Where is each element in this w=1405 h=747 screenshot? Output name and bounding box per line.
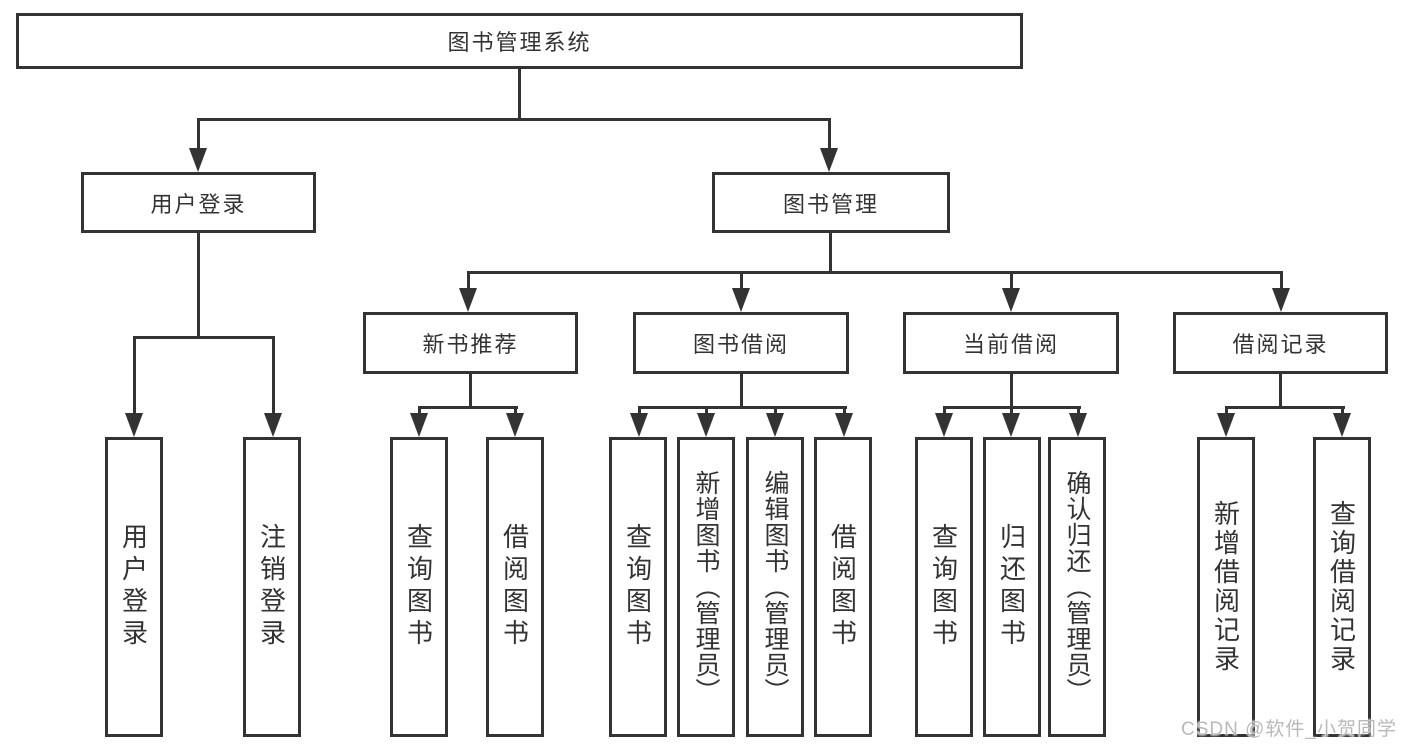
connector-line	[705, 406, 708, 418]
connector-line	[469, 374, 472, 409]
arrowhead-down-icon	[630, 413, 648, 437]
connector-line	[418, 406, 421, 418]
leaf-add-borrow-record-label: 新增借阅记录	[1210, 500, 1241, 674]
leaf-add-books-admin: 新增图书（管理员）	[677, 437, 735, 737]
leaf-borrow-books-recommend: 借阅图书	[486, 437, 544, 737]
arrowhead-down-icon	[1272, 288, 1290, 312]
arrowhead-down-icon	[766, 413, 784, 437]
arrowhead-down-icon	[835, 413, 853, 437]
connector-line	[197, 118, 200, 152]
arrowhead-down-icon	[189, 148, 207, 172]
leaf-query-books-current-label: 查询图书	[928, 523, 959, 651]
arrowhead-down-icon	[264, 413, 282, 437]
node-borrow-records: 借阅记录	[1173, 312, 1388, 374]
arrowhead-down-icon	[1333, 413, 1351, 437]
node-user-login-label: 用户登录	[150, 191, 247, 217]
connector-line	[197, 118, 831, 121]
node-new-book-recommend-label: 新书推荐	[422, 332, 519, 357]
arrowhead-down-icon	[935, 413, 953, 437]
leaf-borrow-books-borrow-label: 借阅图书	[827, 523, 858, 651]
leaf-edit-books-admin-label: 编辑图书（管理员）	[761, 470, 789, 704]
node-book-management: 图书管理	[712, 172, 950, 233]
leaf-borrow-books-borrow: 借阅图书	[814, 437, 872, 737]
node-book-borrow-label: 图书借阅	[692, 332, 789, 357]
connector-line	[467, 271, 1283, 274]
connector-line	[843, 406, 846, 418]
connector-line	[197, 233, 200, 339]
connector-line	[1010, 271, 1013, 293]
connector-line	[1010, 374, 1013, 409]
connector-line	[828, 118, 831, 152]
connector-line	[829, 233, 832, 274]
leaf-edit-books-admin: 编辑图书（管理员）	[746, 437, 804, 737]
connector-line	[1280, 271, 1283, 293]
node-current-borrow-label: 当前借阅	[962, 332, 1059, 357]
node-borrow-records-label: 借阅记录	[1232, 332, 1329, 357]
arrowhead-down-icon	[1217, 413, 1235, 437]
connector-line	[518, 69, 521, 121]
leaf-query-books-borrow: 查询图书	[609, 437, 667, 737]
node-book-management-label: 图书管理	[782, 191, 879, 217]
arrowhead-down-icon	[820, 148, 838, 172]
connector-line	[1225, 406, 1345, 409]
arrowhead-down-icon	[697, 413, 715, 437]
node-current-borrow: 当前借阅	[903, 312, 1119, 374]
connector-line	[1077, 406, 1080, 418]
connector-line	[1341, 406, 1344, 418]
leaf-query-borrow-record: 查询借阅记录	[1313, 437, 1371, 737]
connector-line	[418, 406, 518, 409]
node-user-login: 用户登录	[81, 172, 316, 233]
leaf-return-books-label: 归还图书	[996, 523, 1027, 651]
leaf-confirm-return-admin-label: 确认归还（管理员）	[1063, 470, 1091, 704]
connector-line	[514, 406, 517, 418]
connector-line	[638, 406, 641, 418]
connector-line	[1279, 374, 1282, 409]
node-book-borrow: 图书借阅	[633, 312, 849, 374]
arrowhead-down-icon	[506, 413, 524, 437]
leaf-query-books-recommend: 查询图书	[390, 437, 448, 737]
connector-line	[467, 271, 470, 293]
arrowhead-down-icon	[125, 413, 143, 437]
leaf-borrow-books-recommend-label: 借阅图书	[499, 523, 530, 651]
connector-line	[1225, 406, 1228, 418]
leaf-logout: 注销登录	[243, 437, 301, 737]
connector-line	[638, 406, 847, 409]
node-book-management-system: 图书管理系统	[16, 13, 1023, 69]
arrowhead-down-icon	[1002, 413, 1020, 437]
connector-line	[740, 271, 743, 293]
connector-line	[1010, 406, 1013, 418]
connector-line	[133, 336, 136, 416]
arrowhead-down-icon	[732, 288, 750, 312]
arrowhead-down-icon	[459, 288, 477, 312]
leaf-add-borrow-record: 新增借阅记录	[1197, 437, 1255, 737]
connector-line	[740, 374, 743, 409]
node-new-book-recommend: 新书推荐	[363, 312, 578, 374]
connector-line	[272, 336, 275, 416]
leaf-user-login-label: 用户登录	[118, 523, 149, 651]
leaf-query-borrow-record-label: 查询借阅记录	[1326, 500, 1357, 674]
csdn-watermark: CSDN @软件_小贺同学	[1181, 719, 1397, 740]
leaf-query-books-borrow-label: 查询图书	[622, 523, 653, 651]
arrowhead-down-icon	[1069, 413, 1087, 437]
leaf-confirm-return-admin: 确认归还（管理员）	[1048, 437, 1106, 737]
connector-line	[943, 406, 946, 418]
arrowhead-down-icon	[410, 413, 428, 437]
arrowhead-down-icon	[1002, 288, 1020, 312]
leaf-return-books: 归还图书	[983, 437, 1041, 737]
node-book-management-system-label: 图书管理系统	[447, 30, 592, 55]
leaf-query-books-current: 查询图书	[915, 437, 973, 737]
leaf-add-books-admin-label: 新增图书（管理员）	[692, 470, 720, 704]
connector-line	[774, 406, 777, 418]
connector-line	[133, 336, 275, 339]
leaf-logout-label: 注销登录	[256, 523, 287, 651]
leaf-user-login: 用户登录	[105, 437, 163, 737]
leaf-query-books-recommend-label: 查询图书	[403, 523, 434, 651]
